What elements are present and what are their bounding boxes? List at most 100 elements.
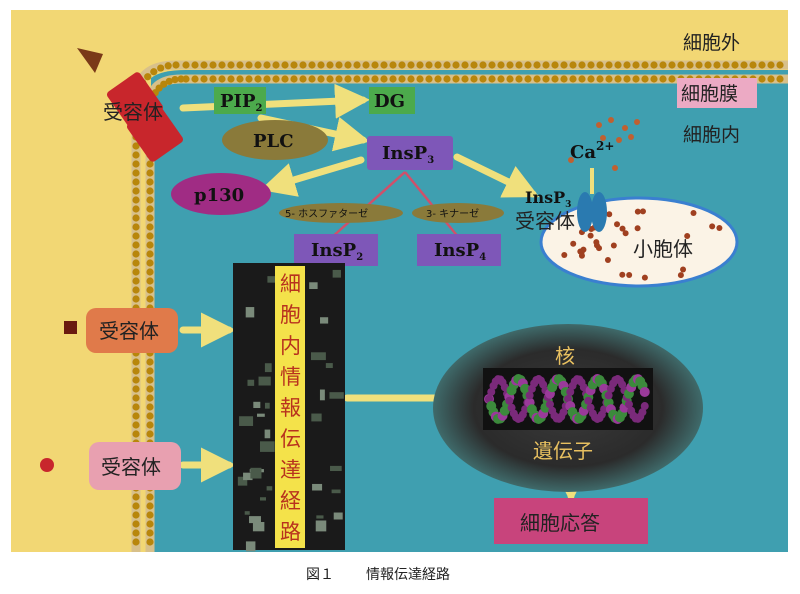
lipid-head — [132, 160, 140, 168]
lipid-head — [146, 214, 154, 222]
gene-label: 遺伝子 — [533, 439, 593, 463]
lipid-head — [641, 75, 649, 83]
lipid-head — [632, 61, 640, 69]
lipid-head — [371, 61, 379, 69]
lipid-head — [132, 511, 140, 519]
lipid-head — [150, 68, 158, 76]
lipid-head — [425, 61, 433, 69]
lipid-head — [758, 75, 766, 83]
lipid-head — [146, 358, 154, 366]
lipid-head — [434, 61, 442, 69]
dna-bead — [525, 391, 534, 400]
dna-bead — [487, 387, 496, 396]
dna-bead — [639, 386, 650, 397]
lipid-head — [132, 223, 140, 231]
lipid-head — [641, 61, 649, 69]
lipid-head — [272, 75, 280, 83]
lipid-head — [407, 75, 415, 83]
calcium-dot — [634, 225, 641, 232]
dna-bead — [545, 400, 554, 409]
lipid-head — [596, 61, 604, 69]
insp3-receptor-channel — [577, 168, 607, 232]
lipid-head — [132, 268, 140, 276]
calcium-dot — [619, 225, 626, 232]
nucleus-label: 核 — [555, 344, 575, 368]
ligand-triangle-icon — [77, 48, 103, 73]
lipid-head — [515, 75, 523, 83]
circuit-chip — [316, 515, 324, 519]
calcium-dot — [690, 209, 697, 216]
circuit-chip — [312, 483, 323, 491]
dna-bead — [521, 405, 530, 414]
circuit-chip — [250, 467, 262, 479]
kinase-label: 3- キナーゼ — [426, 208, 479, 220]
circuit-chip — [264, 402, 270, 409]
lipid-head — [132, 412, 140, 420]
calcium-dots-outside — [568, 117, 640, 171]
lipid-head — [132, 394, 140, 402]
p130-ellipse — [171, 173, 271, 215]
lipid-head — [299, 61, 307, 69]
lipid-head — [263, 75, 271, 83]
pip2-box — [214, 87, 266, 114]
lipid-head — [443, 61, 451, 69]
insp3-box — [367, 136, 453, 170]
arrow-insp3-receptor — [453, 153, 540, 198]
lipid-head — [146, 295, 154, 303]
pip2-label: PIP2 — [220, 91, 263, 114]
lipid-head — [171, 75, 179, 84]
circuit-chip — [329, 392, 344, 399]
lipid-head — [281, 61, 289, 69]
calcium-dot — [680, 266, 687, 273]
lipid-head — [227, 61, 235, 69]
lipid-head — [587, 75, 595, 83]
lipid-head — [146, 178, 154, 186]
extracellular-label: 細胞外 — [683, 32, 740, 54]
lipid-head — [218, 61, 226, 69]
lipid-head — [497, 61, 505, 69]
lipid-head — [380, 75, 388, 83]
lipid-head — [479, 61, 487, 69]
lipid-head — [132, 538, 140, 546]
lipid-head — [218, 75, 226, 83]
lipid-head — [776, 61, 784, 69]
lipid-head — [146, 169, 154, 177]
lipid-head — [659, 75, 667, 83]
lipid-head — [380, 61, 388, 69]
circuit-chip — [237, 476, 248, 486]
lipid-head — [236, 75, 244, 83]
circuit-chip — [259, 441, 275, 452]
circuit-chip — [264, 363, 272, 373]
lipid-head — [533, 75, 541, 83]
lipid-head — [132, 250, 140, 258]
lipid-head — [686, 61, 694, 69]
lipid-head — [398, 75, 406, 83]
lipid-head — [614, 75, 622, 83]
lipid-head — [146, 529, 154, 537]
lipid-head — [146, 502, 154, 510]
lipid-head — [695, 61, 703, 69]
lipid-head — [227, 75, 235, 83]
calcium-dot — [561, 252, 568, 259]
lipid-head — [146, 196, 154, 204]
lipid-head — [515, 61, 523, 69]
lipid-head — [506, 61, 514, 69]
lipid-head — [623, 61, 631, 69]
lipid-head — [479, 75, 487, 83]
pathway-char: 達 — [280, 458, 301, 482]
lipid-head — [677, 61, 685, 69]
lipid-head — [407, 61, 415, 69]
lipid-head — [144, 73, 152, 81]
calcium-dot — [619, 271, 626, 278]
lipid-head — [132, 295, 140, 303]
lipid-head — [632, 75, 640, 83]
circuit-chip — [267, 276, 279, 283]
dna-bead — [624, 400, 633, 409]
lipid-head — [416, 75, 424, 83]
lipid-head — [191, 75, 199, 83]
lipid-head — [731, 61, 739, 69]
lipid-head — [767, 61, 775, 69]
lipid-head — [132, 196, 140, 204]
lipid-head — [132, 286, 140, 294]
